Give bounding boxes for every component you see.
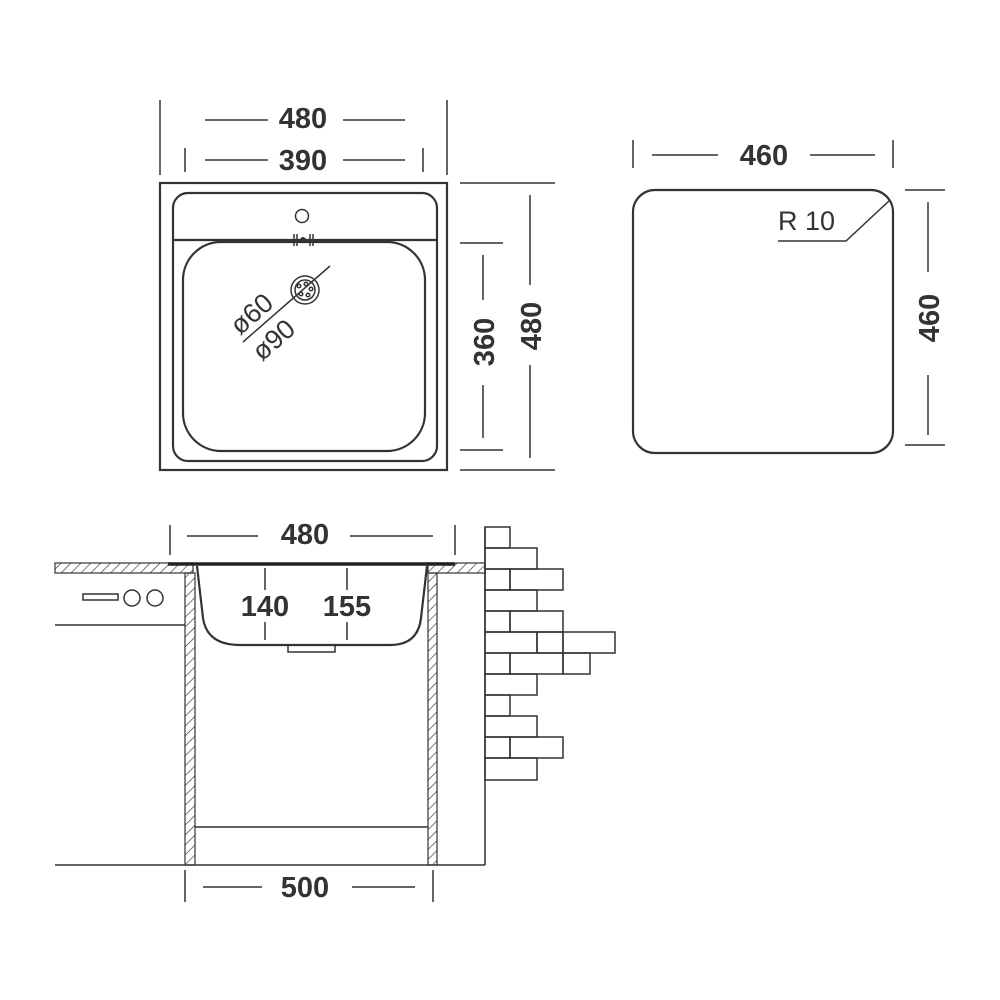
sink-rim	[171, 191, 439, 463]
top-view: 480 390 ø60 ø90 480	[158, 100, 555, 472]
dim-depth-2: 155	[323, 591, 371, 623]
dim-height-outer: 480	[516, 302, 548, 350]
dim-width-inner: 390	[279, 145, 327, 177]
appliance-knob	[123, 589, 141, 607]
cutout-view: 460 R 10 460	[631, 140, 946, 455]
countertop-left	[54, 562, 194, 574]
sink-bowl-profile	[195, 565, 429, 647]
drain-fitting	[287, 644, 336, 653]
overflow-icon	[293, 234, 314, 246]
appliance-handle	[82, 593, 119, 601]
dim-depth-1: 140	[241, 591, 289, 623]
dim-cabinet-width: 500	[281, 872, 329, 904]
sink-bowl	[181, 240, 427, 453]
appliance-knob	[146, 589, 164, 607]
dim-cutout-height: 460	[914, 294, 946, 342]
sink-outline	[158, 181, 449, 472]
side-view: 480 140 155	[54, 519, 616, 904]
dim-radius: R 10	[778, 206, 835, 236]
cabinet-wall-left	[184, 572, 196, 866]
dim-side-width: 480	[281, 519, 329, 551]
faucet-hole	[294, 208, 310, 224]
cabinet-wall-right	[427, 572, 438, 866]
dim-cutout-width: 460	[740, 140, 788, 172]
dim-height-bowl: 360	[469, 318, 501, 366]
dim-width-outer: 480	[279, 103, 327, 135]
cutout-outline	[631, 188, 895, 455]
brick-wall	[484, 526, 616, 781]
